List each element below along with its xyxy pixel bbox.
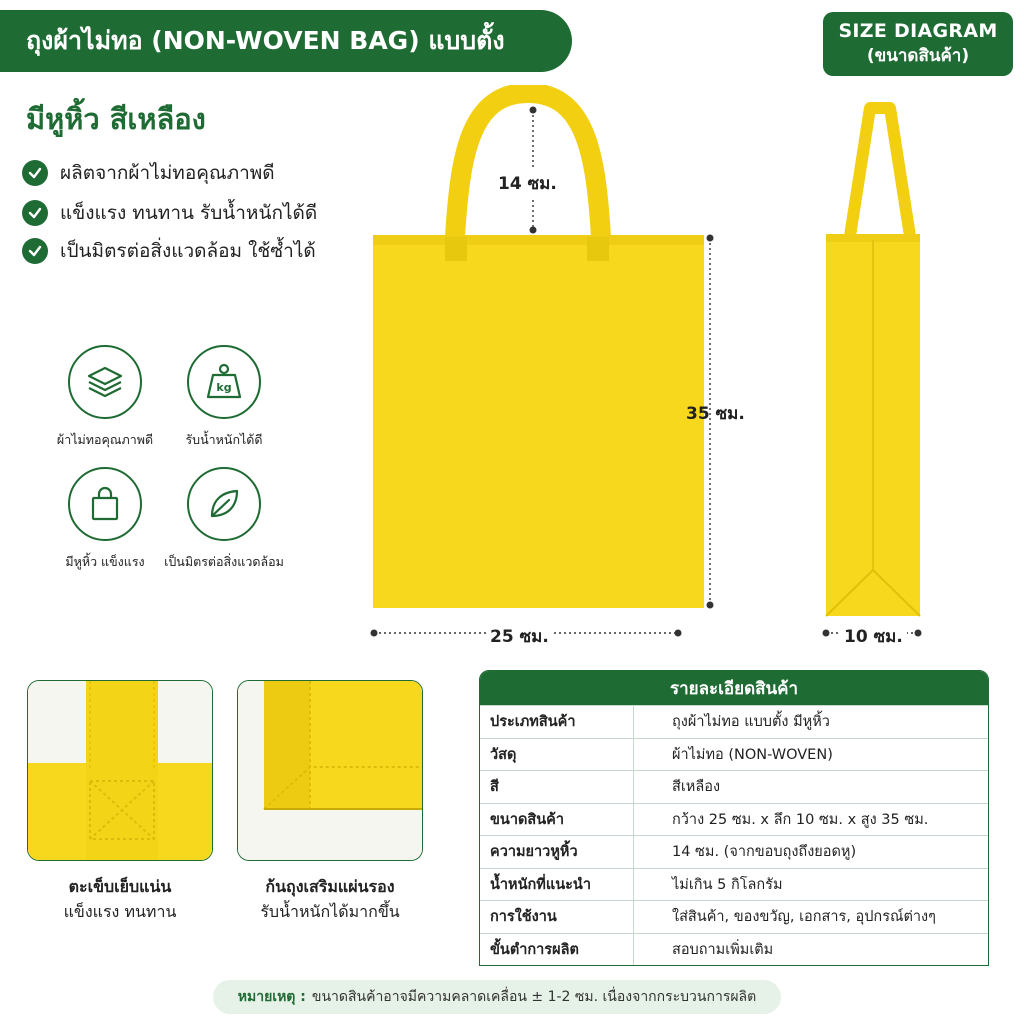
kg-weight-icon: kg bbox=[187, 345, 261, 419]
page-title: ถุงผ้าไม่ทอ (NON-WOVEN BAG) แบบตั้ง bbox=[26, 26, 505, 55]
spec-key: สี bbox=[480, 771, 634, 803]
stitch-detail-photo bbox=[27, 680, 213, 861]
table-row: วัสดุ ผ้าไม่ทอ (NON-WOVEN) bbox=[480, 737, 988, 770]
spec-table: รายละเอียดสินค้า ประเภทสินค้า ถุงผ้าไม่ท… bbox=[479, 670, 989, 966]
feature-item: เป็นมิตรต่อสิ่งแวดล้อม ใช้ซ้ำได้ bbox=[22, 236, 316, 266]
bag-handle bbox=[445, 85, 611, 247]
note-text: ขนาดสินค้าอาจมีความคลาดเคลื่อน ± 1-2 ซม.… bbox=[311, 989, 757, 1005]
caption-text: แข็งแรง ทนทาน bbox=[63, 902, 177, 921]
spec-value: 14 ซม. (จากขอบถุงถึงยอดหู) bbox=[672, 844, 857, 861]
check-icon bbox=[22, 200, 48, 226]
layers-icon bbox=[68, 345, 142, 419]
bag-body bbox=[373, 235, 704, 608]
spec-value: สีเหลือง bbox=[672, 779, 721, 796]
spec-title: รายละเอียดสินค้า bbox=[480, 671, 988, 705]
caption-title: ก้นถุงเสริมแผ่นรอง bbox=[265, 877, 395, 896]
icon-label: เป็นมิตรต่อสิ่งแวดล้อม bbox=[164, 554, 284, 569]
leaf-icon bbox=[187, 467, 261, 541]
table-row: การใช้งาน ใส่สินค้า, ของขวัญ, เอกสาร, อุ… bbox=[480, 900, 988, 933]
table-row: สี สีเหลือง bbox=[480, 770, 988, 803]
check-icon bbox=[22, 238, 48, 264]
feature-text: ผลิตจากผ้าไม่ทอคุณภาพดี bbox=[60, 162, 275, 184]
table-row: น้ำหนักที่แนะนำ ไม่เกิน 5 กิโลกรัม bbox=[480, 867, 988, 900]
spec-key: การใช้งาน bbox=[480, 901, 634, 933]
stitch-detail-caption: ตะเข็บเย็บแน่น แข็งแรง ทนทาน bbox=[20, 874, 220, 924]
caption-title: ตะเข็บเย็บแน่น bbox=[68, 877, 172, 896]
feature-text: เป็นมิตรต่อสิ่งแวดล้อม ใช้ซ้ำได้ bbox=[60, 240, 316, 262]
icon-label: รับน้ำหนักได้ดี bbox=[185, 432, 263, 447]
bag-side-handle bbox=[844, 102, 916, 237]
check-icon bbox=[22, 160, 48, 186]
spec-value: สอบถามเพิ่มเติม bbox=[672, 941, 774, 958]
spec-key: ความยาวหูหิ้ว bbox=[480, 836, 634, 868]
spec-key: วัสดุ bbox=[480, 738, 634, 770]
spec-key: ขนาดสินค้า bbox=[480, 803, 634, 835]
bag-front-view bbox=[373, 85, 714, 609]
title-banner: ถุงผ้าไม่ทอ (NON-WOVEN BAG) แบบตั้ง bbox=[0, 10, 572, 72]
note-label: หมายเหตุ : bbox=[237, 989, 306, 1005]
subtitle: มีหูหิ้ว สีเหลือง bbox=[26, 102, 206, 136]
spec-value: ใส่สินค้า, ของขวัญ, เอกสาร, อุปกรณ์ต่างๆ bbox=[672, 909, 936, 926]
depth-dimension: 10 ซม. bbox=[840, 623, 907, 650]
spec-key: น้ำหนักที่แนะนำ bbox=[480, 868, 634, 900]
feature-item: แข็งแรง ทนทาน รับน้ำหนักได้ดี bbox=[22, 198, 317, 228]
spec-value: ถุงผ้าไม่ทอ แบบตั้ง มีหูหิ้ว bbox=[672, 714, 830, 731]
size-diagram-sublabel: (ขนาดสินค้า) bbox=[866, 45, 970, 66]
feature-item: ผลิตจากผ้าไม่ทอคุณภาพดี bbox=[22, 158, 275, 188]
spec-value: ผ้าไม่ทอ (NON-WOVEN) bbox=[672, 746, 833, 763]
width-dimension: 25 ซม. bbox=[486, 623, 553, 650]
spec-value: ไม่เกิน 5 กิโลกรัม bbox=[672, 876, 783, 893]
spec-key: ขั้นตำการผลิต bbox=[480, 933, 634, 965]
spec-key: ประเภทสินค้า bbox=[480, 706, 634, 738]
spec-value: กว้าง 25 ซม. x ลึก 10 ซม. x สูง 35 ซม. bbox=[672, 811, 929, 828]
bottom-detail-photo bbox=[237, 680, 423, 861]
table-row: ขั้นตำการผลิต สอบถามเพิ่มเติม bbox=[480, 932, 988, 965]
handle-dimension: 14 ซม. bbox=[494, 170, 561, 197]
table-row: ขนาดสินค้า กว้าง 25 ซม. x ลึก 10 ซม. x ส… bbox=[480, 802, 988, 835]
table-row: ประเภทสินค้า ถุงผ้าไม่ทอ แบบตั้ง มีหูหิ้… bbox=[480, 705, 988, 738]
bag-icon bbox=[68, 467, 142, 541]
bag-side-view bbox=[825, 102, 921, 617]
size-diagram-badge: SIZE DIAGRAM (ขนาดสินค้า) bbox=[823, 12, 1013, 76]
caption-text: รับน้ำหนักได้มากขึ้น bbox=[260, 902, 400, 921]
icon-label: มีหูหิ้ว แข็งแรง bbox=[65, 554, 145, 569]
bottom-detail-caption: ก้นถุงเสริมแผ่นรอง รับน้ำหนักได้มากขึ้น bbox=[227, 874, 433, 924]
note-bar: หมายเหตุ : ขนาดสินค้าอาจมีความคลาดเคลื่อ… bbox=[213, 980, 781, 1014]
icon-label: ผ้าไม่ทอคุณภาพดี bbox=[56, 432, 154, 447]
kg-text: kg bbox=[216, 381, 231, 394]
table-row: ความยาวหูหิ้ว 14 ซม. (จากขอบถุงถึงยอดหู) bbox=[480, 835, 988, 868]
feature-text: แข็งแรง ทนทาน รับน้ำหนักได้ดี bbox=[60, 202, 318, 224]
size-diagram-label: SIZE DIAGRAM bbox=[838, 19, 998, 42]
height-dimension: 35 ซม. bbox=[686, 404, 745, 424]
